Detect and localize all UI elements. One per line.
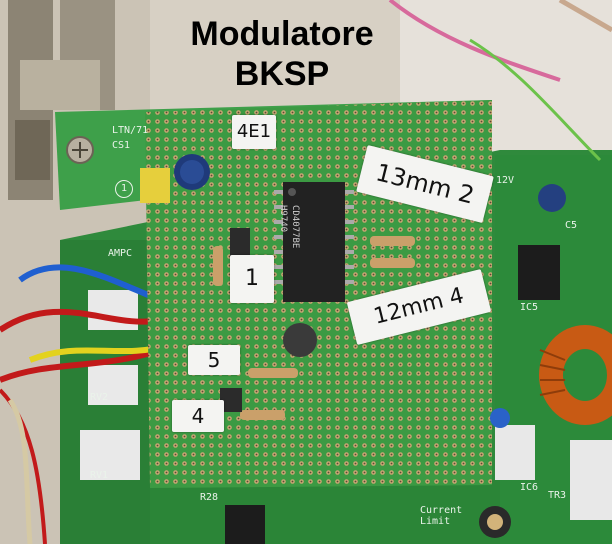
yellow-connector: [140, 168, 170, 203]
resistor: [248, 368, 298, 378]
silk-r28: R28: [200, 492, 219, 503]
silk-ic6: IC6: [520, 482, 539, 493]
silk-ic5: IC5: [520, 302, 539, 313]
label-5: 5: [188, 345, 240, 375]
jumper-header: [220, 388, 242, 412]
ic-small: [518, 245, 560, 300]
jumper-header: [230, 228, 250, 258]
silk-tr3: TR3: [548, 490, 567, 501]
chip-line-2: H9740: [278, 205, 288, 233]
chip-line-1: CD4077BE: [290, 205, 300, 249]
blue-capacitor: [490, 408, 510, 428]
silk-rv1: RV1: [90, 470, 109, 481]
silk-12v: 12V: [496, 175, 515, 186]
connector-block: [80, 430, 140, 480]
resistor: [370, 258, 415, 268]
red-wire: [0, 308, 161, 333]
capacitor-pcb: [538, 184, 566, 212]
label-4e1: 4E1: [232, 115, 276, 149]
red-wire: [0, 347, 161, 383]
silk-ltn: LTN/71: [112, 125, 149, 136]
caption-line-1: Modulatore: [190, 15, 374, 53]
silk-ampc: AMPC: [108, 248, 133, 259]
silk-c5: C5: [565, 220, 578, 231]
caption-title: Modulatore BKSP: [172, 14, 392, 94]
pink-wire: [388, 0, 561, 82]
resistor: [213, 246, 223, 286]
green-wire: [469, 38, 602, 162]
white-connector: [495, 425, 535, 480]
silk-circle-one: 1: [115, 180, 133, 198]
white-connector: [570, 440, 612, 520]
connector-block: [88, 365, 138, 405]
label-1: 1: [230, 255, 274, 303]
ic-chip: [283, 182, 345, 302]
caption-line-2: BKSP: [234, 55, 330, 93]
transistor: [283, 323, 317, 357]
resistor: [370, 236, 415, 246]
resistor: [240, 410, 285, 420]
silk-current-limit: Current Limit: [420, 505, 463, 527]
blue-wire: [18, 264, 162, 303]
label-4: 4: [172, 400, 224, 432]
silk-rv2: RV2: [90, 392, 109, 403]
silk-cs: CS1: [112, 140, 131, 151]
